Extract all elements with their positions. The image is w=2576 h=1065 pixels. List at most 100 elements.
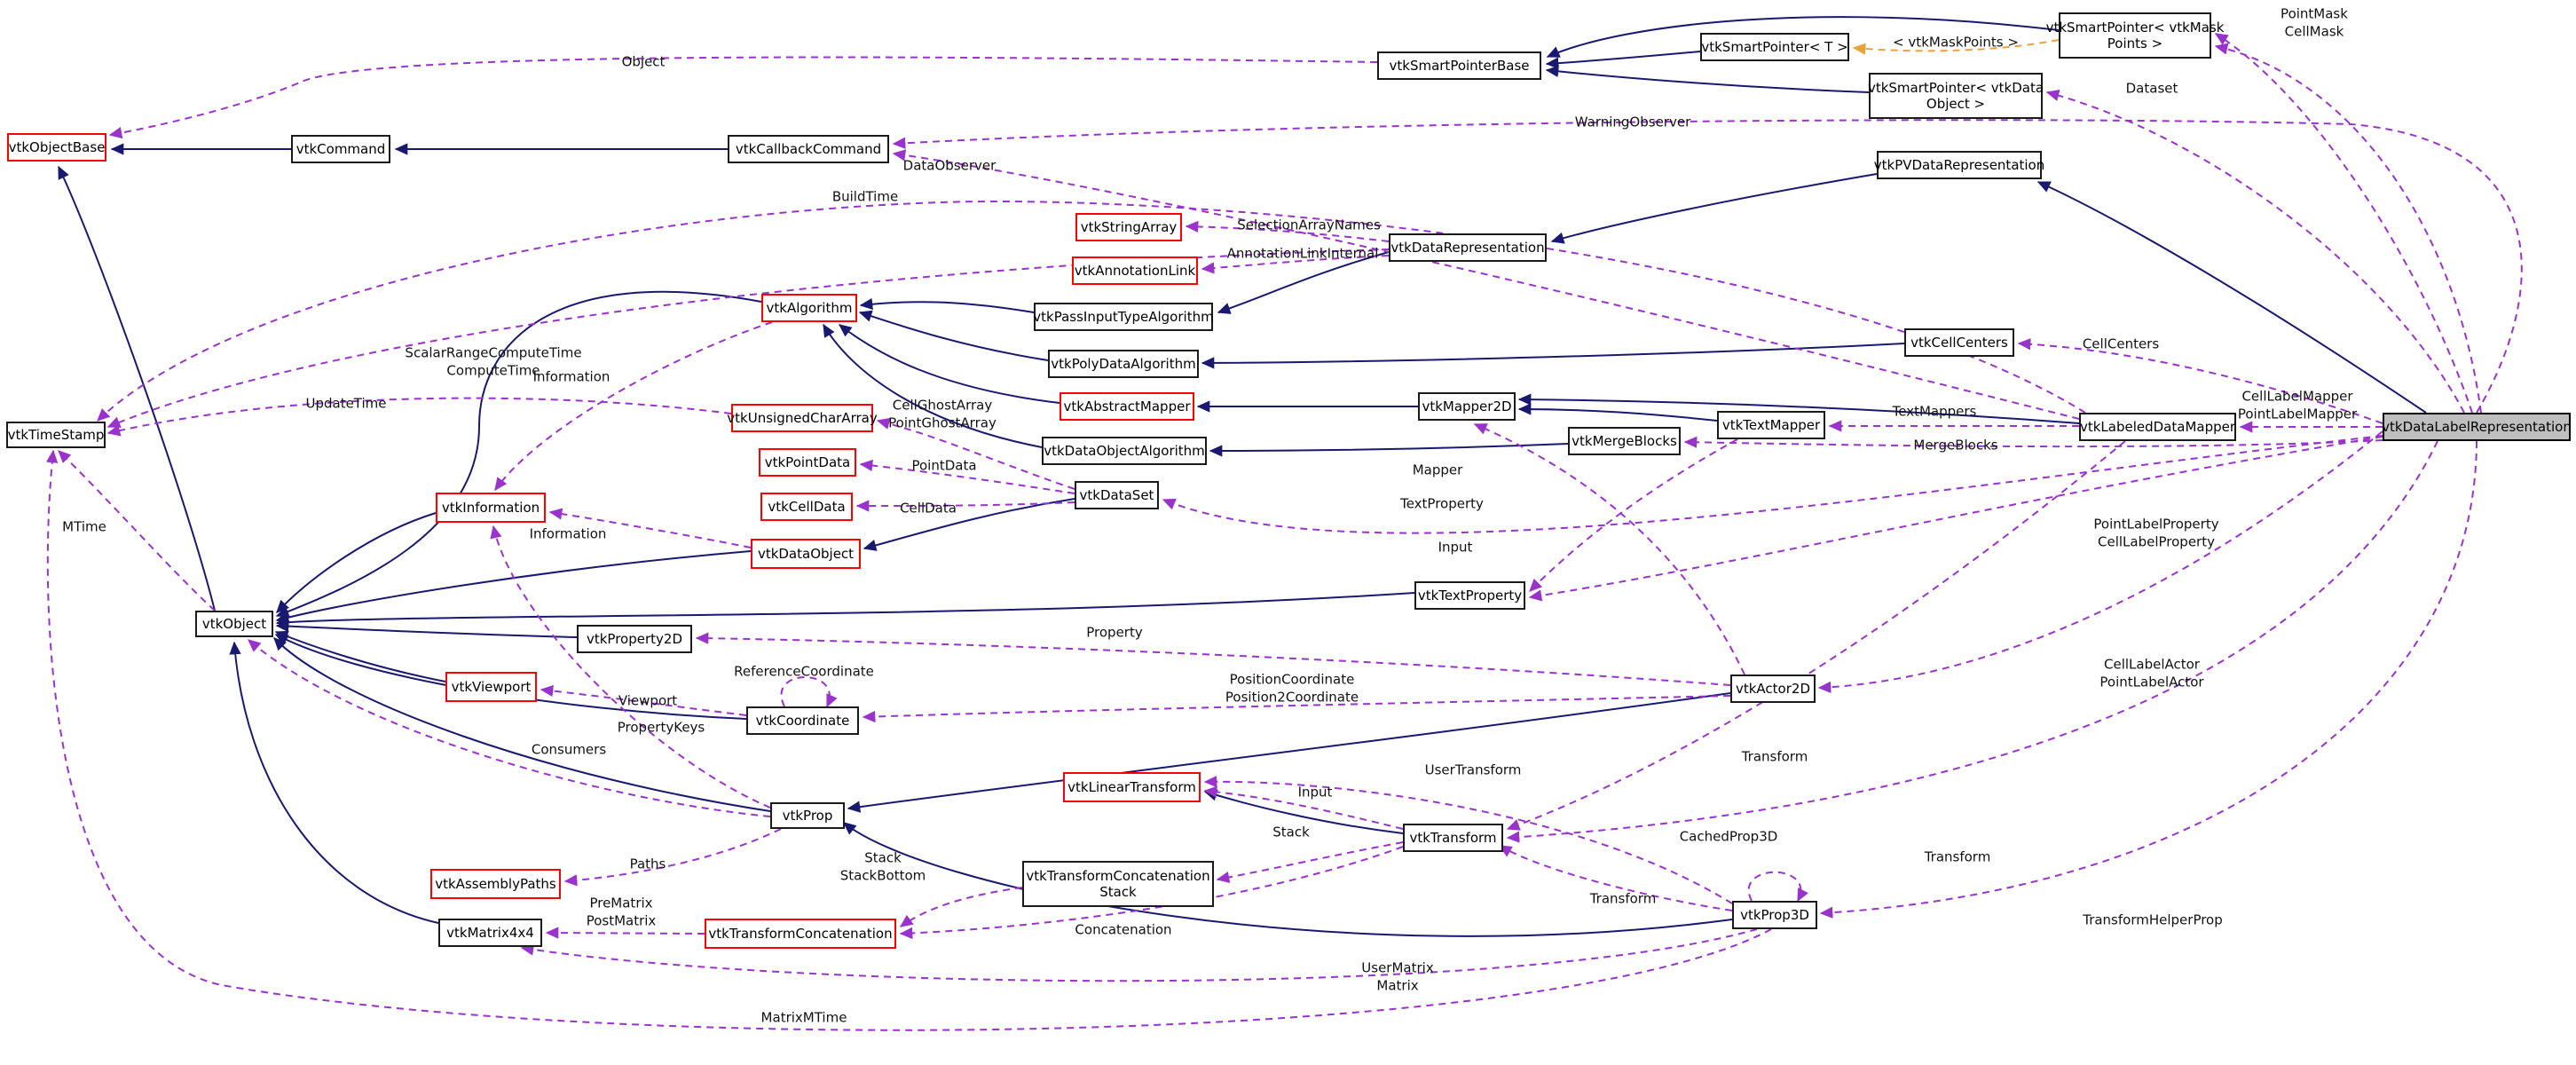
- edge-dlr-to-pvdatarep: [2036, 181, 2427, 414]
- edge-transform-to-lineartransform: [1203, 785, 1404, 830]
- class-node-matrix4x4[interactable]: vtkMatrix4x4: [438, 919, 542, 947]
- edge-datarep-to-passinput: [1217, 251, 1390, 314]
- class-node-mapper2d[interactable]: vtkMapper2D: [1418, 392, 1516, 421]
- edge-smartpointer_t-to-smartpointerbase: [1545, 51, 1701, 69]
- edge-smartpointerbase-to-objectbase: [108, 56, 1378, 139]
- class-node-smartpointer_mask[interactable]: vtkSmartPointer< vtkMask Points >: [2046, 12, 2224, 59]
- edge-dataobject-to-object: [275, 550, 752, 623]
- class-node-command[interactable]: vtkCommand: [291, 135, 390, 163]
- class-node-datarep[interactable]: vtkDataRepresentation: [1389, 233, 1547, 262]
- class-node-timestamp[interactable]: vtkTimeStamp: [6, 422, 106, 448]
- edge-dlr-to-smartpointer_mask: [2214, 33, 2473, 414]
- class-node-viewport[interactable]: vtkViewport: [445, 672, 537, 702]
- edge-algorithm-to-object: [275, 290, 762, 618]
- edge-dataset-to-celldata: [855, 500, 1075, 512]
- class-node-smartpointer_t[interactable]: vtkSmartPointer< T >: [1700, 33, 1849, 61]
- edge-prop-to-information: [490, 525, 771, 809]
- edge-coordinate-to-viewport: [540, 684, 747, 716]
- class-node-dataset[interactable]: vtkDataSet: [1075, 481, 1159, 509]
- edge-property2d-to-object: [275, 619, 578, 638]
- edge-prop3d-to-prop3d: [1748, 871, 1808, 903]
- edge-transform-to-tconcat: [899, 846, 1404, 940]
- class-node-tcstack[interactable]: vtkTransformConcatenation Stack: [1022, 861, 1214, 907]
- class-node-assemblypaths[interactable]: vtkAssemblyPaths: [430, 869, 561, 899]
- edge-dlr-to-mergeblocks: [1683, 436, 2383, 448]
- class-node-lineartransform[interactable]: vtkLinearTransform: [1063, 772, 1201, 802]
- edge-viewport-to-object: [274, 630, 446, 682]
- edge-coordinate-to-coordinate: [780, 676, 838, 708]
- edge-textmapper-to-mapper2d: [1517, 403, 1718, 422]
- edge-dataset-to-pointdata: [859, 459, 1075, 494]
- edge-prop3d-to-lineartransform: [1203, 776, 1733, 904]
- class-node-smartpointer_data[interactable]: vtkSmartPointer< vtkData Object >: [1868, 73, 2044, 119]
- class-node-callbackcommand[interactable]: vtkCallbackCommand: [728, 135, 889, 163]
- class-node-dlr[interactable]: vtkDataLabelRepresentation: [2382, 413, 2572, 441]
- class-node-cellcenters[interactable]: vtkCellCenters: [1904, 328, 2014, 357]
- edge-datarep-to-annotationlink: [1201, 255, 1390, 274]
- edge-tcstack-to-tconcat: [899, 887, 1023, 927]
- class-node-pvdatarep[interactable]: vtkPVDataRepresentation: [1874, 151, 2044, 179]
- class-node-prop3d[interactable]: vtkProp3D: [1732, 901, 1817, 929]
- edge-unsignedchararray-to-timestamp: [106, 397, 732, 437]
- edge-cellcenters-to-polydataalg: [1201, 343, 1905, 369]
- class-node-information[interactable]: vtkInformation: [436, 493, 546, 523]
- class-node-annotationlink[interactable]: vtkAnnotationLink: [1072, 256, 1198, 285]
- edge-prop3d-to-prop: [842, 822, 1733, 937]
- edge-pvdatarep-to-datarep: [1550, 173, 1878, 244]
- edge-prop3d-to-timestamp: [45, 449, 1772, 1031]
- edge-smartpointer_data-to-smartpointerbase: [1545, 65, 1870, 93]
- class-node-property2d[interactable]: vtkProperty2D: [577, 625, 692, 653]
- class-node-algorithm[interactable]: vtkAlgorithm: [761, 294, 857, 322]
- class-node-unsignedchararray[interactable]: vtkUnsignedCharArray: [727, 404, 878, 432]
- edge-prop-to-object: [273, 637, 771, 812]
- edge-labeleddm-to-timestamp: [97, 201, 2086, 422]
- edge-dlr-to-prop3d: [1819, 440, 2478, 919]
- edge-actor2d-to-property2d: [695, 632, 1731, 686]
- class-node-celldata[interactable]: vtkCellData: [760, 493, 853, 521]
- edge-dataobject-to-information: [548, 508, 752, 548]
- edge-polydataalg-to-algorithm: [858, 310, 1049, 361]
- edge-dataobjalg-to-algorithm: [823, 323, 1043, 448]
- class-node-abstractmapper[interactable]: vtkAbstractMapper: [1060, 392, 1194, 421]
- class-node-pointdata[interactable]: vtkPointData: [759, 448, 856, 477]
- class-node-tconcat[interactable]: vtkTransformConcatenation: [705, 919, 896, 949]
- class-node-polydataalg[interactable]: vtkPolyDataAlgorithm: [1048, 350, 1199, 378]
- edge-labeleddm-to-transform: [1506, 440, 2126, 831]
- class-node-objectbase[interactable]: vtkObjectBase: [7, 133, 106, 162]
- edge-prop3d-to-transform: [1498, 845, 1733, 911]
- class-node-labeleddm[interactable]: vtkLabeledDataMapper: [2079, 413, 2236, 441]
- edge-transform-to-tcstack: [1216, 841, 1404, 884]
- class-node-coordinate[interactable]: vtkCoordinate: [746, 706, 859, 735]
- edge-algorithm-to-information: [494, 321, 773, 492]
- edge-dlr-to-dataset: [1162, 435, 2383, 534]
- class-node-textproperty[interactable]: vtkTextProperty: [1414, 581, 1525, 610]
- class-node-smartpointerbase[interactable]: vtkSmartPointerBase: [1377, 51, 1541, 80]
- class-node-textmapper[interactable]: vtkTextMapper: [1717, 411, 1825, 439]
- edge-matrix4x4-to-object: [229, 641, 439, 924]
- edge-dlr-to-transform: [1506, 440, 2438, 843]
- edge-dlr-to-cellcenters: [2017, 338, 2383, 424]
- edge-datarep-to-stringarray: [1185, 220, 1390, 242]
- class-node-prop[interactable]: vtkProp: [770, 802, 845, 829]
- class-node-object[interactable]: vtkObject: [195, 611, 273, 637]
- class-node-transform[interactable]: vtkTransform: [1403, 824, 1503, 852]
- class-node-mergeblocks[interactable]: vtkMergeBlocks: [1568, 427, 1681, 455]
- class-node-dataobject[interactable]: vtkDataObject: [751, 539, 861, 569]
- edge-object-to-objectbase: [58, 165, 216, 611]
- edge-information-to-object: [276, 512, 437, 613]
- class-node-actor2d[interactable]: vtkActor2D: [1730, 674, 1816, 703]
- edge-passinput-to-algorithm: [859, 297, 1035, 313]
- edge-dataset-to-dataobject: [863, 498, 1075, 551]
- class-node-passinput[interactable]: vtkPassInputTypeAlgorithm: [1033, 303, 1214, 331]
- edge-prop3d-to-matrix4x4: [520, 928, 1758, 982]
- class-node-stringarray[interactable]: vtkStringArray: [1075, 213, 1182, 241]
- edge-textproperty-to-object: [275, 592, 1415, 628]
- edge-dlr-to-actor2d: [1817, 430, 2383, 694]
- class-node-dataobjalg[interactable]: vtkDataObjectAlgorithm: [1042, 437, 1207, 465]
- edge-dlr-to-smartpointer_mask: [2214, 43, 2482, 414]
- edge-actor2d-to-prop: [847, 692, 1731, 813]
- edge-prop-to-assemblypaths: [563, 828, 782, 887]
- edge-labeleddm-to-callbackcommand: [892, 149, 2080, 420]
